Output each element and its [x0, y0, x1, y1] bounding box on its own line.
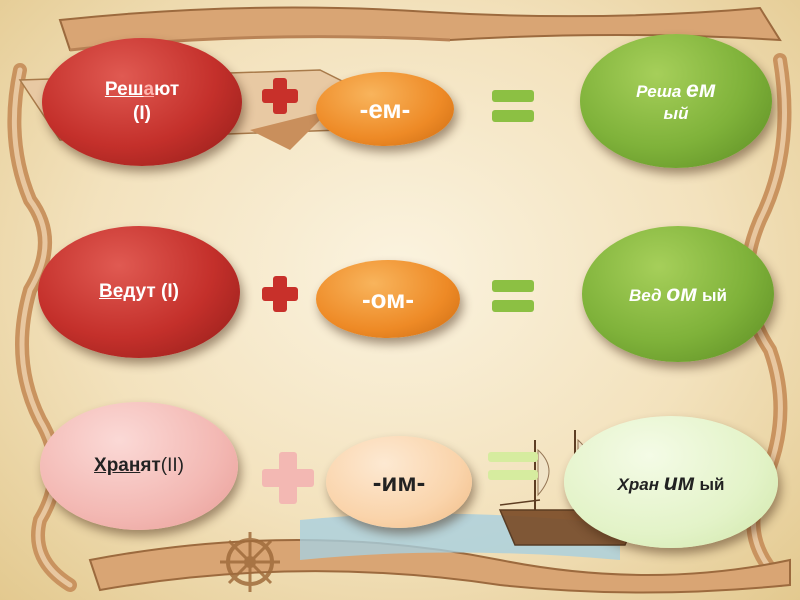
- verb-stem: Реш: [104, 79, 144, 100]
- plus-icon: [262, 452, 314, 504]
- verb-oval-2: Ведут (I): [38, 226, 240, 358]
- equals-icon: [492, 90, 534, 124]
- result-suffix: им: [663, 468, 695, 495]
- ship-wheel-icon: [220, 532, 280, 592]
- suffix-oval-1: -ем-: [316, 72, 454, 146]
- verb-ending: ют: [154, 79, 180, 100]
- suffix-text: -им-: [372, 466, 426, 497]
- result-ending: ый: [663, 103, 689, 123]
- result-stem: Реша: [636, 81, 687, 101]
- verb-oval-1: Решают (I): [42, 38, 242, 166]
- result-oval-1: Реша ем ый: [580, 34, 772, 168]
- result-ending: ый: [697, 285, 727, 305]
- result-oval-2: Вед ом ый: [582, 226, 774, 362]
- result-stem: Вед: [629, 285, 667, 305]
- result-oval-3: Хран им ый: [564, 416, 778, 548]
- result-ending: ый: [694, 474, 725, 494]
- verb-mid: а: [143, 79, 155, 100]
- suffix-text: -ем-: [359, 93, 411, 124]
- verb-conjugation: (I): [133, 103, 151, 124]
- result-suffix: ом: [666, 279, 698, 306]
- verb-stem: Хран: [94, 455, 141, 476]
- suffix-text: -ом-: [361, 283, 415, 314]
- verb-ending: ят: [140, 455, 161, 476]
- verb-conjugation: (II): [160, 455, 184, 476]
- verb-conjugation: (I): [155, 281, 179, 302]
- equals-icon: [492, 280, 534, 314]
- verb-stem: Вед: [99, 281, 136, 302]
- plus-icon: [262, 276, 298, 312]
- suffix-oval-2: -ом-: [316, 260, 460, 338]
- verb-oval-3: Хранят(II): [40, 402, 238, 530]
- result-stem: Хран: [617, 474, 664, 494]
- plus-icon: [262, 78, 298, 114]
- verb-ending: ут: [135, 281, 156, 302]
- equals-icon: [488, 452, 538, 482]
- result-suffix: ем: [686, 75, 716, 102]
- suffix-oval-3: -им-: [326, 436, 472, 528]
